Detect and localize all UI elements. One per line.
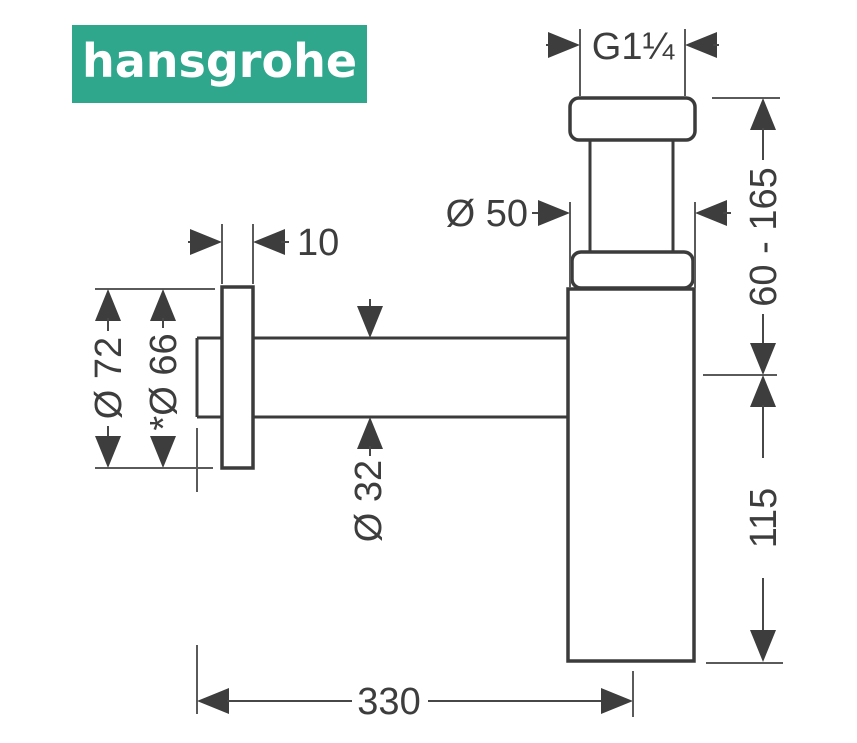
dim-flange-depth-label: 10 — [297, 222, 339, 264]
threaded-tube — [588, 139, 675, 253]
dim-flange-depth-10: 10 — [188, 222, 339, 284]
outlet-pipe — [195, 336, 568, 419]
arrow-right-icon — [601, 688, 633, 714]
arrow-left-icon — [685, 32, 717, 58]
dim-height-range-60-165: 60 - 165 — [703, 97, 785, 376]
arrow-left-icon — [695, 200, 727, 226]
arrow-down-icon — [150, 436, 176, 468]
dim-diameter-72: Ø 72 — [88, 288, 215, 469]
arrow-up-icon — [750, 375, 776, 407]
arrow-right-icon — [548, 32, 580, 58]
dim-diameter-32: Ø 32 — [348, 299, 390, 542]
dim-projection-label: 330 — [357, 681, 420, 723]
arrow-down-icon — [357, 306, 383, 338]
arrow-up-icon — [95, 289, 121, 321]
arrow-up-icon — [750, 98, 776, 130]
lower-nut — [570, 250, 695, 290]
dim-projection-330: 330 — [196, 428, 634, 723]
trap-body — [566, 287, 696, 663]
arrow-right-icon — [538, 200, 570, 226]
dim-diameter-50-label: Ø 50 — [446, 193, 528, 235]
dim-height-range-label: 60 - 165 — [743, 167, 785, 306]
arrow-up-icon — [150, 289, 176, 321]
arrow-down-icon — [750, 343, 776, 375]
arrow-right-icon — [190, 229, 222, 255]
arrow-left-icon — [253, 229, 285, 255]
dim-diameter-32-label: Ø 32 — [348, 460, 390, 542]
arrow-up-icon — [357, 417, 383, 449]
dim-thread-g114: G1¼ — [546, 26, 719, 96]
hansgrohe-logo: hansgrohe — [72, 25, 367, 103]
dim-height-115: 115 — [706, 375, 785, 664]
arrow-down-icon — [95, 436, 121, 468]
dim-diameter-72-label: Ø 72 — [88, 337, 130, 419]
arrow-left-icon — [197, 688, 229, 714]
dim-diameter-66: *Ø 66 — [143, 289, 185, 468]
dim-thread-label: G1¼ — [592, 26, 676, 68]
arrow-down-icon — [750, 630, 776, 662]
top-nut — [568, 96, 697, 142]
dim-diameter-50: Ø 50 — [446, 193, 731, 288]
dim-diameter-66-label: *Ø 66 — [143, 333, 185, 430]
wall-flange — [220, 285, 255, 470]
dim-height-115-label: 115 — [743, 488, 785, 549]
hansgrohe-logo-text: hansgrohe — [81, 34, 358, 88]
